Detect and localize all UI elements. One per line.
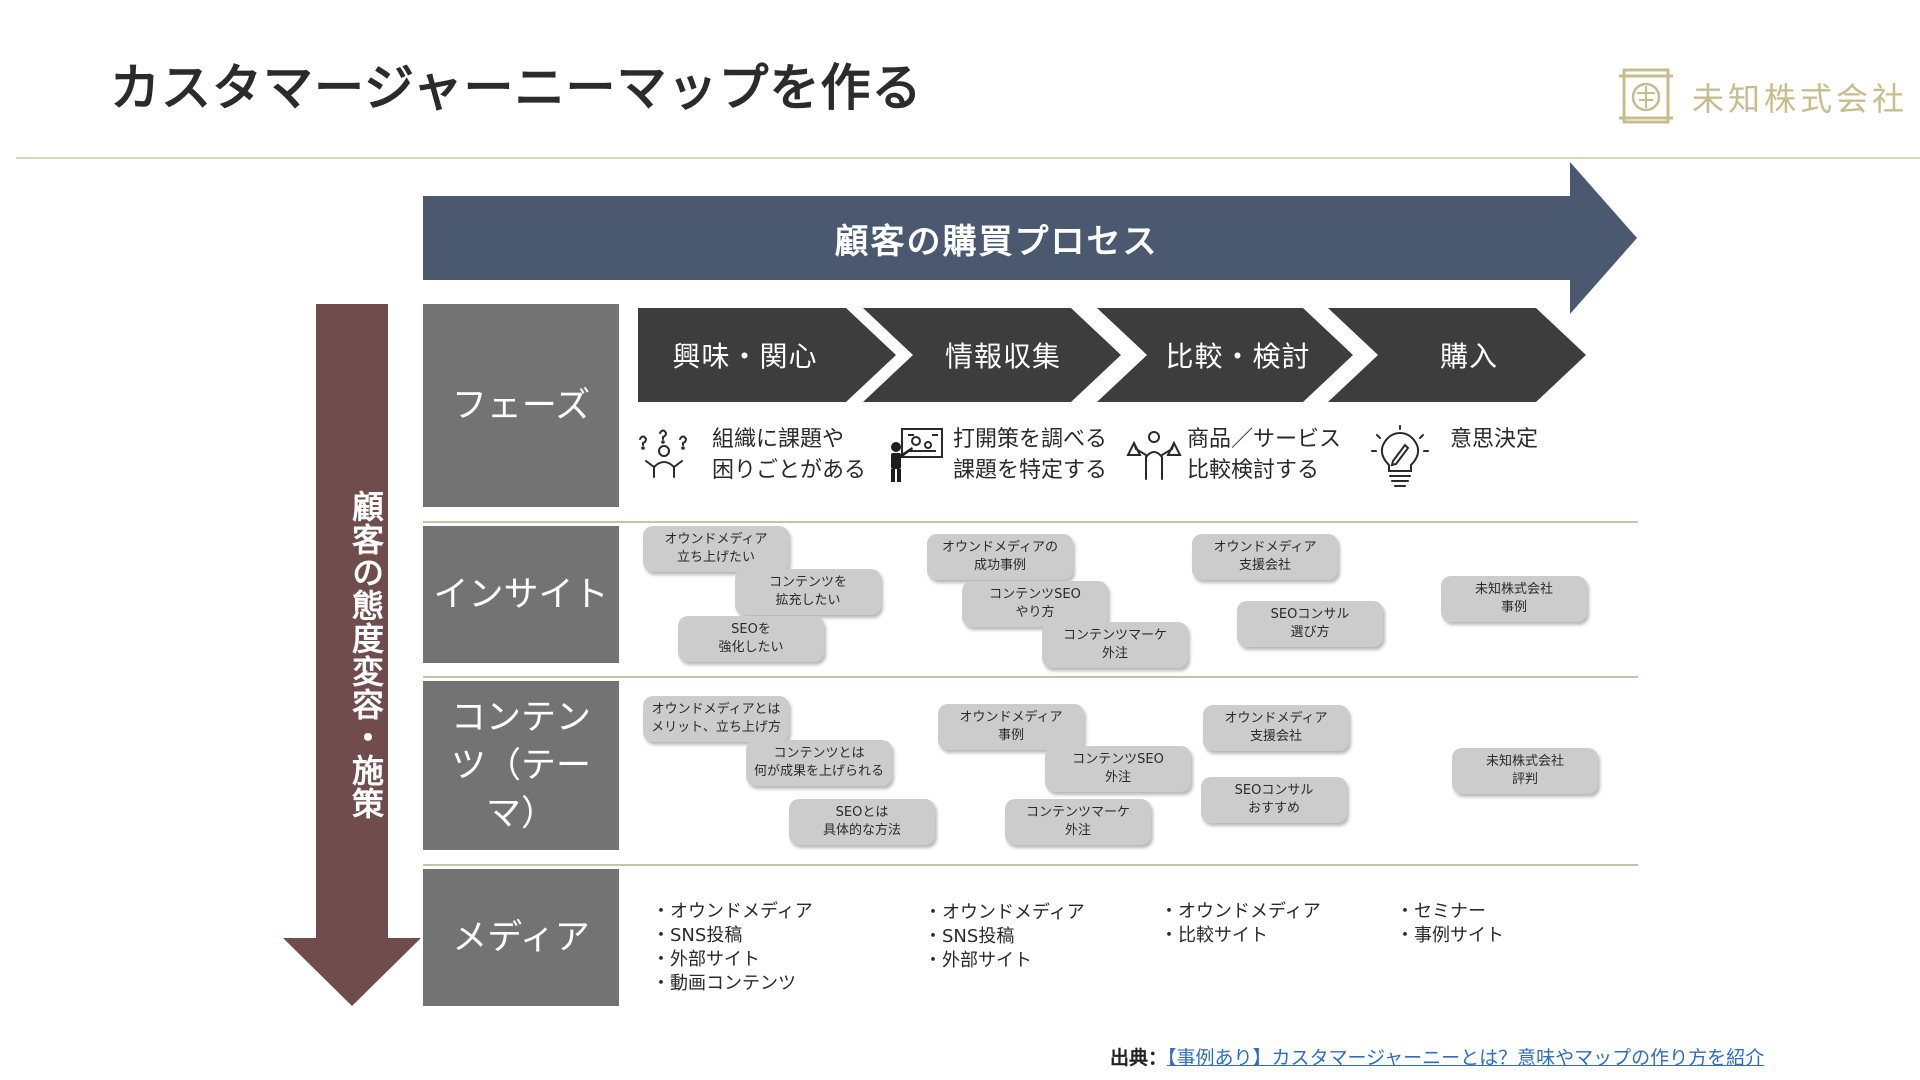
- media-item: 事例サイト: [1396, 924, 1504, 948]
- insight-chip-text: オウンドメディア 支援会社: [1213, 540, 1317, 573]
- media-item: 外部サイト: [652, 948, 813, 972]
- phase-desc-line: 組織に課題や: [712, 427, 845, 452]
- insight-chip: SEOコンサル 選び方: [1237, 601, 1383, 647]
- page-title: カスタマージャーニーマップを作る: [110, 58, 923, 117]
- source-citation: 出典：【事例あり】カスタマージャーニーとは？意味やマップの作り方を紹介: [1110, 1043, 1764, 1070]
- company-logo: 未知株式会社: [1618, 66, 1918, 126]
- phase-desc-line: 打開策を調べる: [953, 427, 1108, 452]
- media-item: オウンドメディア: [1160, 900, 1321, 924]
- media-list-purchase: セミナー 事例サイト: [1396, 900, 1504, 948]
- content-chip: SEOコンサル おすすめ: [1201, 777, 1347, 823]
- insight-chip-text: コンテンツを 拡充したい: [768, 575, 847, 608]
- lightbulb-icon: [1371, 425, 1429, 487]
- presentation-board-icon: [891, 428, 943, 482]
- source-prefix: 出典：: [1110, 1047, 1168, 1069]
- phase-desc-line: 困りごとがある: [712, 458, 867, 483]
- insight-chip-text: オウンドメディアの 成功事例: [941, 540, 1059, 573]
- content-chip: コンテンツマーケ 外注: [1005, 799, 1151, 845]
- confused-person-icon: [639, 429, 688, 478]
- media-item: SNS投稿: [924, 925, 1085, 949]
- phase-chevron: [863, 308, 1121, 402]
- content-chip-text: オウンドメディア 事例: [959, 710, 1063, 743]
- attitude-label: 顧客の態度変容・施策: [347, 490, 385, 820]
- insight-chip: コンテンツSEO やり方: [962, 581, 1108, 627]
- attitude-arrow-shape: [283, 304, 421, 1006]
- content-chip: オウンドメディア 事例: [938, 704, 1084, 750]
- content-chip-text: コンテンツマーケ 外注: [1025, 805, 1130, 838]
- content-chip-text: オウンドメディアとは メリット、立ち上げ方: [651, 702, 781, 735]
- media-item: オウンドメディア: [652, 900, 813, 924]
- phase-desc-line: 商品／サービス: [1187, 427, 1342, 452]
- content-chip: コンテンツとは 何が成果を上げられる: [746, 740, 892, 786]
- phase-label-interest: 興味・関心: [672, 340, 818, 373]
- insight-chip-text: コンテンツSEO やり方: [989, 587, 1081, 620]
- insight-chip: オウンドメディア 立ち上げたい: [643, 526, 789, 572]
- insight-chip-text: SEOを 強化したい: [718, 622, 784, 655]
- content-chip-text: 未知株式会社 評判: [1485, 754, 1564, 787]
- content-chip: オウンドメディア 支援会社: [1203, 705, 1349, 751]
- phase-chevron: [638, 308, 896, 402]
- insight-chip: 未知株式会社 事例: [1441, 576, 1587, 622]
- content-chip-text: コンテンツSEO 外注: [1072, 752, 1164, 785]
- weighing-person-icon: [1126, 431, 1182, 480]
- media-item: 動画コンテンツ: [652, 972, 813, 996]
- row-header-phase: フェーズ: [423, 304, 619, 507]
- phase-desc-line: 課題を特定する: [953, 458, 1108, 483]
- content-chip-text: コンテンツとは 何が成果を上げられる: [753, 746, 884, 779]
- content-chip-text: オウンドメディア 支援会社: [1224, 711, 1328, 744]
- insight-chip-text: SEOコンサル 選び方: [1270, 607, 1350, 640]
- media-list-research: オウンドメディア SNS投稿 外部サイト: [924, 901, 1085, 973]
- row-divider: [423, 864, 1638, 866]
- company-mark-icon: [1619, 68, 1673, 124]
- phase-desc-line: 意思決定: [1450, 427, 1539, 452]
- row-header-contents: コンテンツ（テーマ）: [423, 681, 619, 850]
- media-item: 比較サイト: [1160, 924, 1321, 948]
- media-item: セミナー: [1396, 900, 1504, 924]
- phase-label-purchase: 購入: [1439, 340, 1498, 373]
- insight-chip: コンテンツマーケ 外注: [1042, 622, 1188, 668]
- insight-chip: オウンドメディア 支援会社: [1192, 534, 1338, 580]
- process-label: 顧客の購買プロセス: [834, 221, 1159, 262]
- content-chip: SEOとは 具体的な方法: [789, 799, 935, 845]
- content-chip: 未知株式会社 評判: [1452, 748, 1598, 794]
- title-divider: [16, 157, 1920, 159]
- insight-chip: SEOを 強化したい: [678, 616, 824, 662]
- phase-desc-compare: 商品／サービス 比較検討する: [1187, 424, 1341, 486]
- media-item: SNS投稿: [652, 924, 813, 948]
- media-list-compare: オウンドメディア 比較サイト: [1160, 900, 1321, 948]
- media-item: 外部サイト: [924, 949, 1085, 973]
- process-arrow-shape: [423, 162, 1637, 314]
- phase-desc-purchase: 意思決定: [1450, 424, 1538, 455]
- content-chip-text: SEOコンサル おすすめ: [1234, 783, 1314, 816]
- insight-chip-text: 未知株式会社 事例: [1474, 582, 1553, 615]
- phase-chevron: [1097, 308, 1353, 402]
- company-name: 未知株式会社: [1692, 80, 1909, 118]
- source-link[interactable]: 【事例あり】カスタマージャーニーとは？意味やマップの作り方を紹介: [1167, 1047, 1765, 1069]
- insight-chip: コンテンツを 拡充したい: [735, 569, 881, 615]
- content-chip-text: SEOとは 具体的な方法: [822, 805, 901, 838]
- content-chip: コンテンツSEO 外注: [1045, 746, 1191, 792]
- content-chip: オウンドメディアとは メリット、立ち上げ方: [643, 696, 789, 742]
- insight-chip-text: オウンドメディア 立ち上げたい: [664, 532, 768, 565]
- phase-desc-interest: 組織に課題や 困りごとがある: [712, 424, 866, 486]
- phase-desc-line: 比較検討する: [1187, 458, 1320, 483]
- row-header-contents-label: コンテンツ（テーマ）: [451, 697, 592, 834]
- phase-label-research: 情報収集: [944, 340, 1061, 373]
- phase-desc-research: 打開策を調べる 課題を特定する: [953, 424, 1107, 486]
- row-header-insight: インサイト: [423, 526, 619, 663]
- row-header-media: メディア: [423, 869, 619, 1006]
- media-list-interest: オウンドメディア SNS投稿 外部サイト 動画コンテンツ: [652, 900, 813, 996]
- row-divider: [423, 676, 1638, 678]
- insight-chip-text: コンテンツマーケ 外注: [1062, 628, 1167, 661]
- phase-label-compare: 比較・検討: [1165, 340, 1311, 373]
- row-divider: [423, 521, 1638, 523]
- phase-chevron: [1328, 308, 1586, 402]
- media-item: オウンドメディア: [924, 901, 1085, 925]
- insight-chip: オウンドメディアの 成功事例: [927, 534, 1073, 580]
